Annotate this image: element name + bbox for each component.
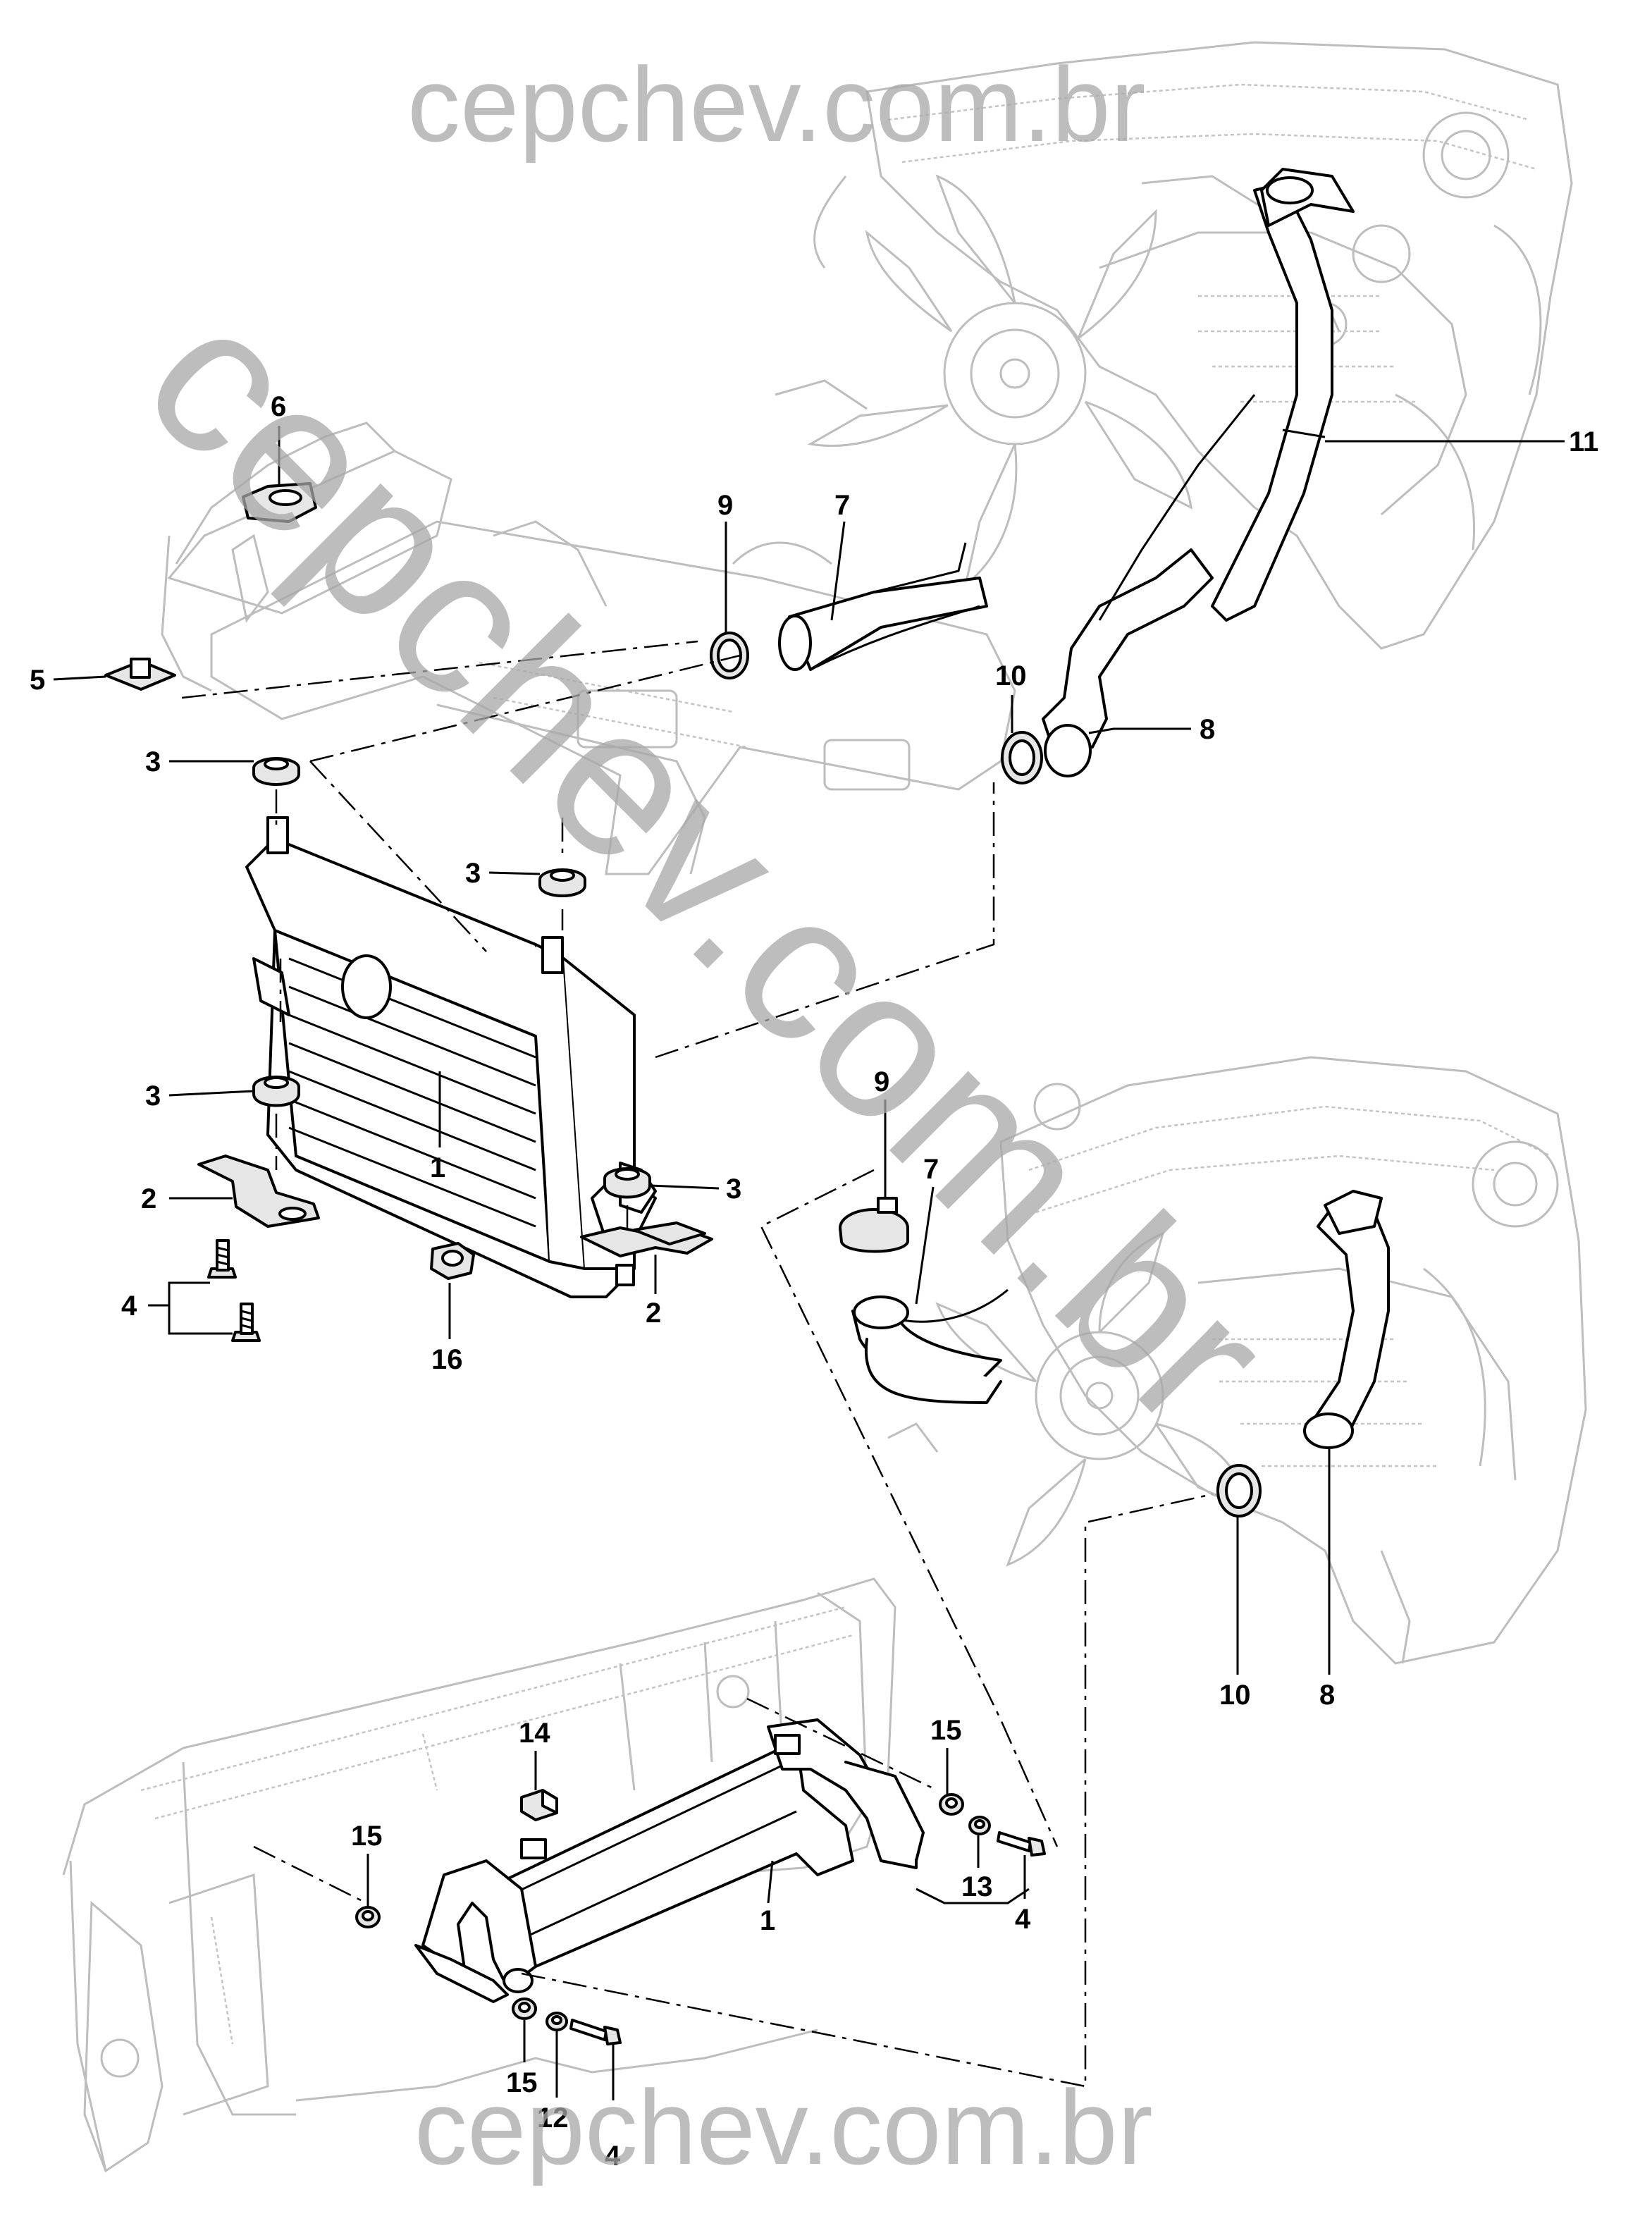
grommet-3-upper-left bbox=[252, 757, 300, 786]
callout-10-bottom: 10 bbox=[1219, 1680, 1251, 1711]
washer-12 bbox=[545, 2012, 568, 2031]
intercooler-bottom bbox=[414, 1718, 925, 2003]
clip-14 bbox=[520, 1789, 558, 1821]
bolt-4-bottom-left bbox=[569, 2019, 622, 2045]
grommet-15-left bbox=[355, 1906, 381, 1928]
hose-7-bottom bbox=[851, 1288, 1009, 1404]
callout-10-top: 10 bbox=[995, 660, 1027, 691]
grommet-15-bottom bbox=[512, 1998, 537, 2020]
callout-3-a: 3 bbox=[145, 746, 161, 777]
callout-1-top: 1 bbox=[430, 1152, 445, 1183]
washer-13 bbox=[968, 1816, 991, 1835]
callout-8-top: 8 bbox=[1200, 714, 1215, 745]
callout-4-top: 4 bbox=[121, 1291, 137, 1322]
callout-9-top: 9 bbox=[717, 490, 733, 521]
callout-15-right: 15 bbox=[930, 1715, 962, 1746]
radiator-support-ghost bbox=[62, 1577, 896, 2173]
callout-13: 13 bbox=[961, 1871, 993, 1902]
leader-lines bbox=[53, 426, 1565, 2100]
callout-2-right: 2 bbox=[646, 1298, 661, 1329]
grommet-3-lower-right bbox=[603, 1167, 651, 1199]
bracket-2-left bbox=[197, 1155, 320, 1228]
grommet-3-upper-right bbox=[538, 868, 586, 897]
clip-nut-5 bbox=[104, 658, 176, 691]
callout-11: 11 bbox=[1569, 426, 1598, 457]
callout-8-bottom: 8 bbox=[1319, 1680, 1335, 1711]
callout-6: 6 bbox=[271, 391, 286, 422]
callout-3-c: 3 bbox=[145, 1081, 161, 1112]
hose-clamp-9-top bbox=[710, 632, 749, 679]
hose-8-top bbox=[1042, 394, 1256, 777]
callout-15-left: 15 bbox=[351, 1821, 383, 1852]
watermark-bottom: cepchev.com.br bbox=[414, 2068, 1153, 2186]
hose-clamp-9-bottom bbox=[839, 1197, 909, 1253]
callout-labels: 6 9 7 11 5 10 8 3 3 3 3 1 2 2 4 16 9 7 1… bbox=[30, 391, 1598, 2172]
hose-clamp-10-bottom bbox=[1216, 1464, 1262, 1518]
bracket-6 bbox=[242, 482, 317, 523]
callout-5: 5 bbox=[30, 665, 45, 696]
cooling-fan-ghost-bottom bbox=[935, 1231, 1249, 1567]
callout-2-left: 2 bbox=[141, 1183, 156, 1214]
assembly-lines bbox=[181, 640, 1213, 2088]
hose-8-bottom bbox=[1303, 1190, 1390, 1449]
intercooler-top bbox=[245, 816, 657, 1298]
callout-12: 12 bbox=[537, 2103, 569, 2134]
bolt-4-lower bbox=[231, 1303, 261, 1342]
callout-9-bottom: 9 bbox=[874, 1066, 889, 1097]
callout-3-d: 3 bbox=[726, 1174, 741, 1205]
callout-3-b: 3 bbox=[465, 858, 481, 889]
chassis-frame-ghost bbox=[161, 421, 1016, 875]
callout-15-bottom: 15 bbox=[506, 2067, 538, 2098]
callout-16: 16 bbox=[431, 1344, 463, 1375]
nut-16 bbox=[430, 1242, 475, 1280]
callout-4-bottom-left: 4 bbox=[605, 2141, 621, 2172]
engine-ghost-bottom bbox=[887, 1056, 1587, 1665]
callout-14: 14 bbox=[519, 1718, 550, 1749]
grommet-15-right bbox=[939, 1793, 964, 1816]
callout-4-bottom-right: 4 bbox=[1015, 1904, 1031, 1935]
grommet-3-lower-left bbox=[252, 1076, 300, 1107]
hose-clamp-10-top bbox=[1001, 731, 1043, 784]
callout-7-top: 7 bbox=[834, 490, 850, 521]
watermark-top: cepchev.com.br bbox=[407, 45, 1146, 164]
callout-7-bottom: 7 bbox=[923, 1154, 939, 1185]
cooling-fan-ghost-top bbox=[807, 174, 1192, 588]
hose-7-top bbox=[778, 542, 988, 671]
bracket-2-right bbox=[580, 1221, 713, 1257]
engine-ghost-top bbox=[775, 41, 1573, 650]
bolt-4-upper bbox=[207, 1239, 237, 1279]
intake-pipe-11 bbox=[1211, 168, 1355, 622]
bolt-4-bottom-right bbox=[997, 1831, 1046, 1857]
callout-1-bottom: 1 bbox=[760, 1905, 775, 1936]
